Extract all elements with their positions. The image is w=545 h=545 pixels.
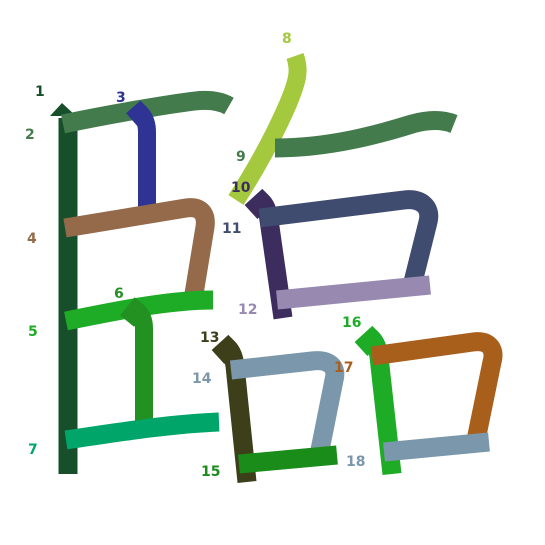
stroke-15 bbox=[238, 445, 338, 474]
stroke-number-7: 7 bbox=[28, 442, 38, 458]
stroke-number-4: 4 bbox=[27, 231, 37, 247]
stroke-number-3: 3 bbox=[116, 90, 126, 106]
stroke-18 bbox=[383, 432, 490, 462]
stroke-number-2: 2 bbox=[25, 127, 35, 143]
stroke-number-5: 5 bbox=[28, 324, 38, 340]
stroke-paths bbox=[50, 52, 503, 483]
stroke-number-12: 12 bbox=[238, 302, 257, 318]
stroke-number-6: 6 bbox=[114, 286, 124, 302]
stroke-1-cap bbox=[50, 103, 76, 116]
stroke-7 bbox=[64, 412, 220, 450]
stroke-6 bbox=[120, 297, 153, 424]
stroke-number-15: 15 bbox=[201, 464, 220, 480]
stroke-number-8: 8 bbox=[282, 31, 292, 47]
stroke-11 bbox=[258, 190, 439, 289]
stroke-9 bbox=[274, 111, 458, 158]
stroke-number-11: 11 bbox=[222, 221, 241, 237]
stroke-number-1: 1 bbox=[35, 84, 45, 100]
stroke-number-13: 13 bbox=[200, 330, 219, 346]
stroke-number-9: 9 bbox=[236, 149, 246, 165]
stroke-number-14: 14 bbox=[192, 371, 212, 387]
stroke-8 bbox=[228, 52, 307, 205]
stroke-17 bbox=[370, 332, 503, 442]
stroke-number-10: 10 bbox=[231, 180, 251, 196]
stroke-3 bbox=[126, 100, 156, 210]
stroke-14 bbox=[229, 351, 345, 452]
stroke-number-16: 16 bbox=[342, 315, 361, 331]
stroke-numbers: 1 2 3 4 5 6 7 8 9 10 11 12 13 14 15 16 1… bbox=[25, 31, 365, 480]
stroke-4 bbox=[63, 198, 215, 302]
stroke-number-18: 18 bbox=[346, 454, 365, 470]
stroke-12 bbox=[276, 275, 431, 310]
stroke-number-17: 17 bbox=[334, 360, 353, 376]
stroke-2 bbox=[61, 90, 234, 134]
